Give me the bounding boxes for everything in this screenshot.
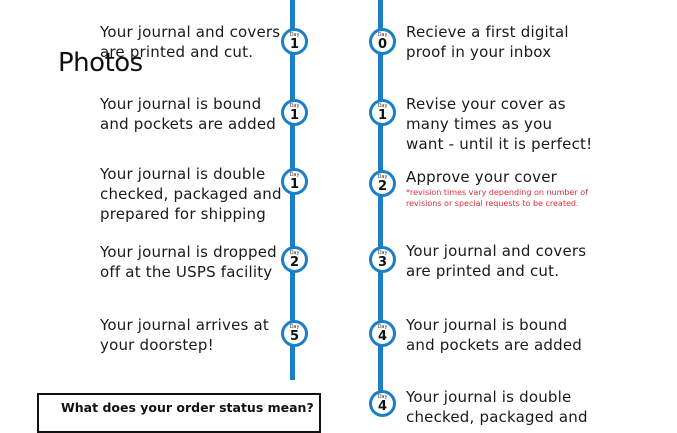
day-badge: Day 3	[369, 246, 396, 273]
right-step-text: Recieve a first digital proof in your in…	[406, 23, 569, 61]
day-label: Day	[377, 394, 388, 400]
day-number: 1	[289, 108, 300, 123]
day-number: 1	[289, 37, 300, 52]
right-step-text: Your journal and covers are printed and …	[406, 242, 587, 280]
day-number: 2	[289, 255, 300, 270]
day-label: Day	[289, 103, 300, 109]
right-timeline-line	[378, 0, 383, 415]
day-number: 1	[377, 108, 388, 123]
page-title: Photos	[58, 48, 143, 78]
day-badge: Day 5	[281, 320, 308, 347]
day-label: Day	[289, 172, 300, 178]
day-number: 4	[377, 329, 388, 344]
day-badge: Day 1	[281, 28, 308, 55]
day-number: 4	[377, 399, 388, 414]
day-label: Day	[289, 32, 300, 38]
day-label: Day	[377, 103, 388, 109]
right-step-text: Your journal is double checked, packaged…	[406, 388, 588, 426]
right-step-text: Approve your cover	[406, 168, 557, 186]
day-label: Day	[377, 174, 388, 180]
right-step-text: Your journal is bound and pockets are ad…	[406, 316, 582, 354]
order-status-box: What does your order status mean?	[37, 393, 321, 433]
left-step-text: Your journal and covers are printed and …	[100, 23, 281, 61]
day-badge: Day 2	[281, 246, 308, 273]
day-number: 2	[377, 179, 388, 194]
day-label: Day	[377, 324, 388, 330]
day-badge: Day 1	[369, 99, 396, 126]
day-badge: Day 1	[281, 99, 308, 126]
day-label: Day	[289, 250, 300, 256]
day-badge: Day 2	[369, 170, 396, 197]
day-number: 1	[289, 177, 300, 192]
order-status-title: What does your order status mean?	[61, 400, 314, 415]
day-label: Day	[289, 324, 300, 330]
day-badge: Day 4	[369, 390, 396, 417]
day-number: 0	[377, 37, 388, 52]
day-number: 5	[289, 329, 300, 344]
day-badge: Day 0	[369, 28, 396, 55]
right-step-text: Revise your cover as many times as you w…	[406, 95, 593, 153]
day-badge: Day 1	[281, 168, 308, 195]
day-badge: Day 4	[369, 320, 396, 347]
left-step-text: Your journal is bound and pockets are ad…	[100, 95, 276, 133]
left-step-text: Your journal is double checked, packaged…	[100, 165, 282, 223]
day-number: 3	[377, 255, 388, 270]
left-step-text: Your journal is dropped off at the USPS …	[100, 243, 277, 281]
revision-note: *revision times vary depending on number…	[406, 188, 588, 208]
day-label: Day	[377, 32, 388, 38]
left-step-text: Your journal arrives at your doorstep!	[100, 316, 269, 354]
day-label: Day	[377, 250, 388, 256]
